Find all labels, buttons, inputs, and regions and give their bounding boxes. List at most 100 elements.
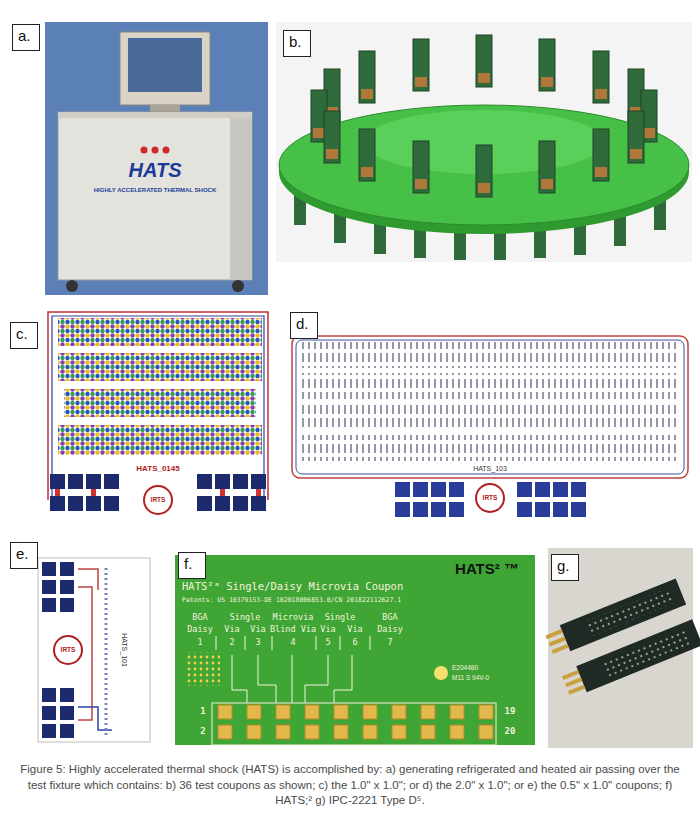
column-header: Via	[224, 625, 239, 634]
via-grid	[585, 588, 674, 637]
product-heading: HATS² ™	[455, 561, 519, 578]
cabinet-top	[58, 112, 252, 118]
logo-text: IRTS	[483, 494, 498, 501]
column-header: Microvia	[273, 613, 314, 622]
pad-outline	[212, 703, 496, 745]
test-pad	[233, 496, 248, 511]
column-divider	[340, 636, 341, 650]
trace	[48, 312, 268, 500]
gold-pad	[305, 725, 319, 739]
coupon	[359, 129, 375, 181]
ul-marking: E204480	[452, 664, 478, 671]
via-band	[58, 318, 262, 346]
gold-pad	[334, 705, 348, 719]
via-column	[105, 568, 108, 736]
test-pad	[413, 502, 428, 517]
test-pad	[68, 496, 83, 511]
gold-pad	[247, 705, 261, 719]
silkscreen-title: HATS²ᵃ Single/Daisy Microvia Coupon	[182, 581, 403, 593]
pin-number: 20	[505, 727, 516, 737]
logo-dot	[163, 147, 170, 154]
coupon-pin	[562, 670, 579, 680]
coupon-outline	[38, 558, 150, 742]
pad-link	[55, 489, 60, 496]
test-pad	[251, 496, 266, 511]
test-pad	[449, 502, 464, 517]
column-header: Via	[250, 625, 265, 634]
test-pad	[215, 474, 230, 489]
irts-logo	[144, 486, 172, 514]
machine-photo	[45, 22, 268, 295]
coupon-id: HATS_103	[473, 465, 507, 473]
gold-pad	[392, 705, 406, 719]
trace	[232, 655, 247, 703]
type-d-coupon-photo	[544, 548, 700, 748]
coupon	[413, 141, 429, 193]
coupon	[576, 619, 700, 692]
coupon-id: HATS_101	[120, 633, 128, 667]
coupon-layout-d	[292, 336, 688, 517]
column-number: 2	[229, 638, 234, 647]
panel-letter: d.	[296, 316, 312, 333]
test-pad	[60, 724, 74, 738]
panel-letter: e.	[16, 546, 32, 563]
gold-pad	[218, 705, 232, 719]
gold-pad	[218, 725, 232, 739]
ul-marking: M11 S 94V-0	[452, 674, 489, 681]
test-pad	[50, 474, 65, 489]
logo-text: IRTS	[151, 496, 166, 503]
trace	[292, 655, 293, 703]
test-pad	[68, 474, 83, 489]
column-header: Single	[230, 613, 261, 622]
coupon	[593, 51, 609, 103]
gold-pad	[305, 705, 319, 719]
column-divider	[316, 636, 317, 650]
figure-caption: Figure 5: Highly accelerated thermal sho…	[12, 762, 688, 809]
coupon-layout-e	[38, 558, 150, 742]
trace	[258, 655, 276, 703]
monitor	[120, 32, 210, 105]
wheel	[66, 280, 78, 292]
test-pad	[553, 502, 568, 517]
machine-name: HIGHLY ACCELERATED THERMAL SHOCK	[94, 187, 217, 194]
trace	[305, 655, 328, 703]
test-pad	[571, 502, 586, 517]
test-pad	[233, 474, 248, 489]
test-pad	[431, 482, 446, 497]
test-pad	[395, 502, 410, 517]
coupon	[628, 111, 644, 163]
panel-letter-box: f.	[178, 552, 206, 579]
test-pad	[215, 496, 230, 511]
gold-pad	[334, 725, 348, 739]
column-number: 6	[352, 638, 357, 647]
coupon-outline	[296, 340, 684, 474]
pin-number: 2	[200, 727, 205, 737]
irts-logo	[54, 636, 82, 664]
column-divider	[272, 636, 273, 650]
coupon	[413, 39, 429, 91]
test-pad	[42, 724, 56, 738]
coupon	[476, 35, 492, 87]
trace	[52, 316, 264, 500]
gold-pad	[421, 725, 435, 739]
logo-dot	[141, 147, 148, 154]
test-pad	[50, 496, 65, 511]
via-band	[302, 435, 678, 461]
coupon	[539, 141, 555, 193]
test-pad	[197, 496, 212, 511]
panel-letter: a.	[18, 28, 34, 45]
gold-pad	[392, 725, 406, 739]
panel-letter: b.	[289, 34, 305, 51]
pad-link	[91, 489, 96, 496]
test-pad	[42, 598, 56, 612]
coupon-pin	[551, 644, 568, 654]
column-header: Daisy	[377, 625, 403, 634]
via-band	[302, 404, 678, 430]
panel-letter-box: d.	[290, 312, 318, 339]
green-board	[175, 555, 535, 745]
test-pad	[60, 706, 74, 720]
column-header: BGA	[192, 613, 207, 622]
column-header: Single	[325, 613, 356, 622]
